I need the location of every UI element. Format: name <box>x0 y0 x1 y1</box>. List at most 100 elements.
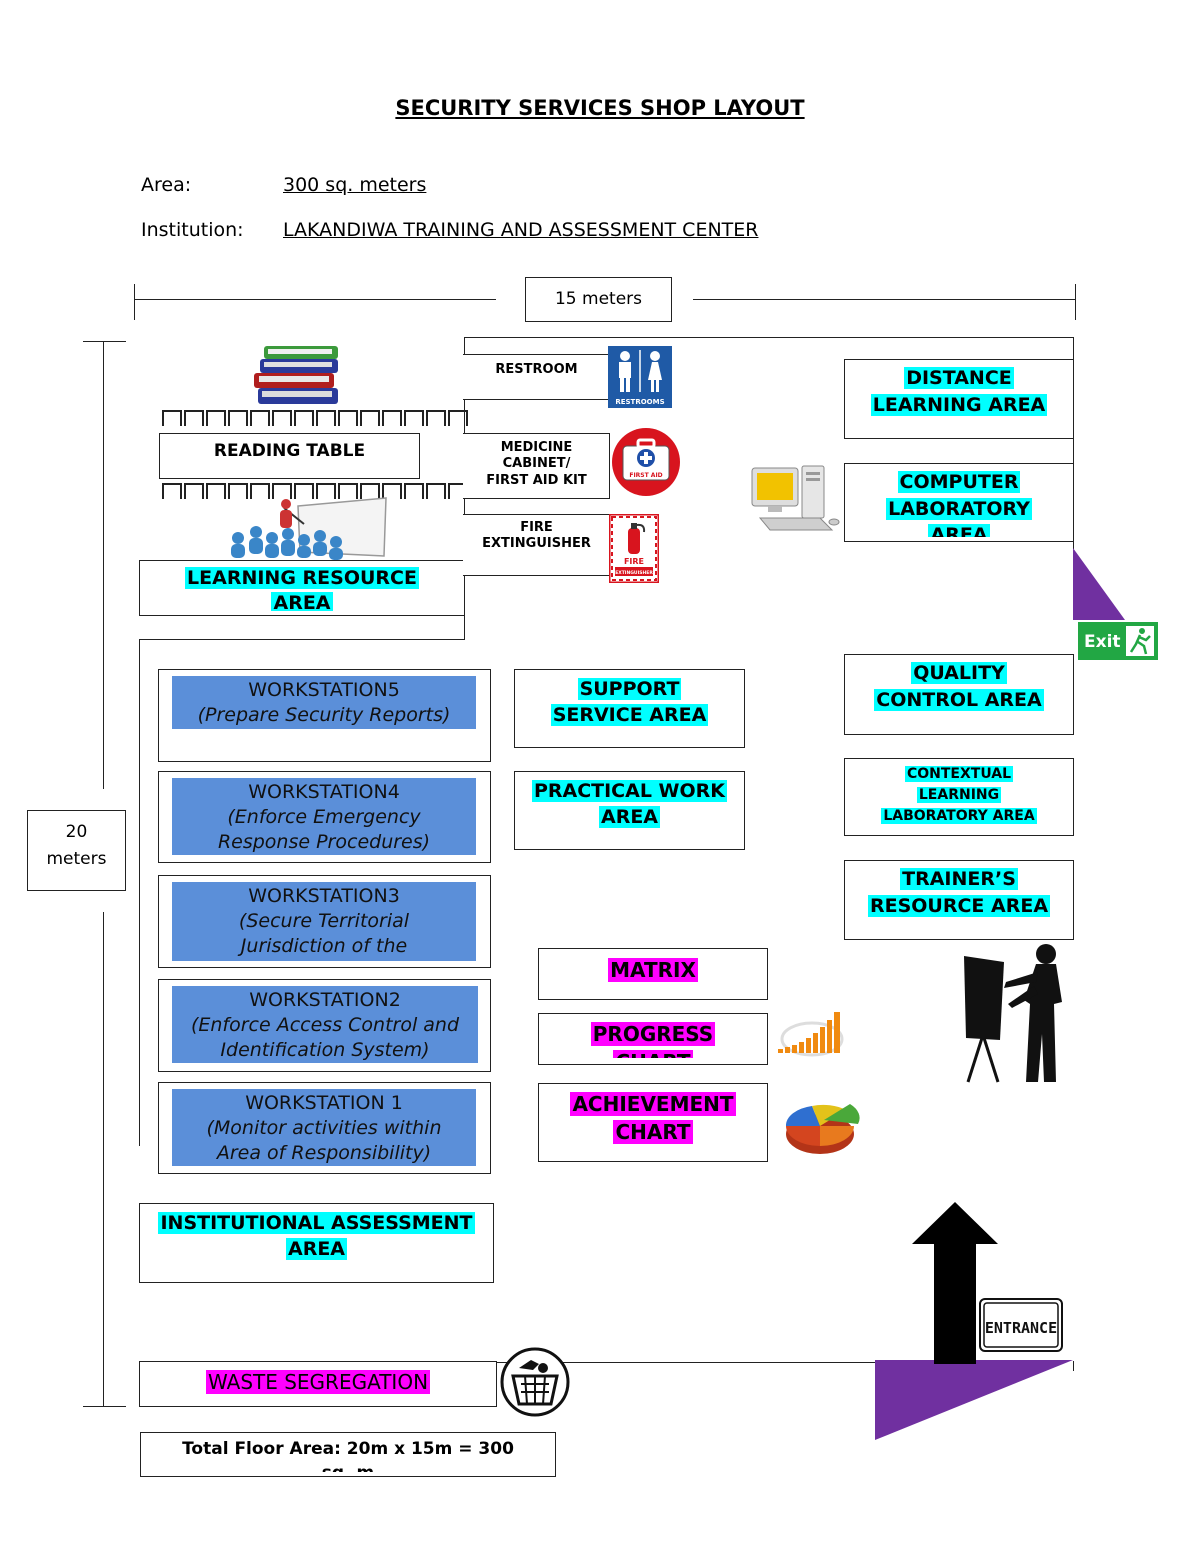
height-label-unit: meters <box>46 849 107 869</box>
learning-resource-line2: AREA <box>271 591 333 611</box>
contextual-line3: LABORATORY AREA <box>881 808 1037 824</box>
total-floor-area-box <box>140 1432 556 1477</box>
fire-ext-sign-text1: FIRE <box>624 557 644 566</box>
quality-line2: CONTROL AREA <box>874 688 1044 711</box>
total-floor-area-label: Total Floor Area: 20m x 15m = 300 sq. m <box>140 1438 556 1472</box>
computer-lab-label: COMPUTER LABORATORY AREA <box>844 469 1074 537</box>
computer-icon <box>751 465 840 531</box>
learning-resource-line1: LEARNING RESOURCE <box>185 567 419 589</box>
restroom-label: RESTROOM <box>495 362 578 377</box>
bar-growth-icon <box>778 1012 844 1057</box>
distance-line1: DISTANCE <box>904 367 1014 389</box>
workstation-1-desc1: (Monitor activities within <box>206 1117 442 1140</box>
achievement-line2: CHART <box>613 1120 693 1144</box>
floor-right-wall-top <box>1073 337 1074 549</box>
workstation-2-desc2: Identification System) <box>220 1039 430 1062</box>
learning-resource-label: LEARNING RESOURCE AREA <box>139 566 465 611</box>
institution-value: LAKANDIWA TRAINING AND ASSESSMENT CENTER <box>283 219 759 241</box>
workstation-1-desc2: Area of Responsibility) <box>216 1142 432 1165</box>
chairs-row-bottom <box>162 481 468 499</box>
floor-left-wall <box>139 337 140 1146</box>
workstation-3-title: WORKSTATION3 <box>248 885 400 907</box>
quality-control-label: QUALITY CONTROL AREA <box>844 660 1074 713</box>
entrance-arrow-icon <box>912 1202 998 1364</box>
total-line2: sq. m <box>322 1463 374 1472</box>
exit-door-triangle <box>1073 548 1125 620</box>
width-tick-left <box>134 284 135 320</box>
computer-line1: COMPUTER <box>897 471 1021 493</box>
fire-ext-sign-text2: EXTINGUISHER <box>615 570 653 576</box>
restroom-sign-icon: RESTROOMS <box>608 346 672 408</box>
trainers-line2: RESOURCE AREA <box>867 894 1051 917</box>
exit-sign-text: Exit <box>1084 632 1121 652</box>
practical-line1: PRACTICAL WORK <box>531 780 728 802</box>
progress-line2: CHART <box>613 1050 693 1058</box>
fire-line1: FIRE <box>520 520 553 535</box>
fire-line2: EXTINGUISHER <box>482 536 591 552</box>
width-line-right <box>693 299 1075 300</box>
floor-right-wall-bottom <box>1073 1361 1074 1371</box>
medicine-cabinet-box <box>463 433 610 499</box>
matrix-label: MATRIX <box>538 957 768 983</box>
waste-text: WASTE SEGREGATION <box>205 1370 431 1394</box>
height-label-box <box>27 810 126 891</box>
page-title: SECURITY SERVICES SHOP LAYOUT <box>395 96 805 120</box>
entrance-sign-text: ENTRANCE <box>985 1319 1057 1337</box>
practical-line2: AREA <box>598 806 661 829</box>
achievement-chart-label: ACHIEVEMENT CHART <box>538 1090 768 1146</box>
restrooms-sign-text: RESTROOMS <box>615 398 664 406</box>
width-label-box <box>525 277 672 322</box>
trainer-silhouette-icon <box>964 944 1062 1083</box>
height-label-num: 20 <box>65 822 88 842</box>
exit-sign-icon[interactable]: Exit <box>1078 622 1158 660</box>
entrance-door-triangle <box>875 1360 1073 1440</box>
achievement-line1: ACHIEVEMENT <box>570 1092 736 1116</box>
support-line1: SUPPORT <box>577 678 682 700</box>
institutional-line1: INSTITUTIONAL ASSESSMENT <box>158 1212 475 1234</box>
workstation-5-title: WORKSTATION5 <box>248 679 400 701</box>
contextual-line2: LEARNING <box>916 787 1002 803</box>
first-aid-kit-icon: FIRST AID <box>612 428 680 496</box>
workstation-4-label: WORKSTATION4 (Enforce Emergency Response… <box>172 778 476 855</box>
institutional-line2: AREA <box>285 1238 348 1261</box>
quality-line1: QUALITY <box>911 662 1007 684</box>
recycle-bin-icon <box>500 1347 570 1417</box>
workstation-5-label: WORKSTATION5 (Prepare Security Reports) <box>172 676 476 729</box>
reading-table-box <box>159 433 420 479</box>
medicine-line1: MEDICINE <box>500 440 573 455</box>
workstation-3-label: WORKSTATION3 (Secure Territorial Jurisdi… <box>172 882 476 961</box>
entrance-sign-icon[interactable]: ENTRANCE <box>979 1298 1063 1352</box>
distance-learning-label: DISTANCE LEARNING AREA <box>844 365 1074 418</box>
fire-extinguisher-icon: FIRE EXTINGUISHER <box>609 514 659 583</box>
area-value: 300 sq. meters <box>283 174 427 196</box>
workstation-1-label: WORKSTATION 1 (Monitor activities within… <box>172 1089 476 1166</box>
floor-bottom-wall <box>495 1362 875 1363</box>
width-line-left <box>134 299 496 300</box>
institutional-assessment-label: INSTITUTIONAL ASSESSMENT AREA <box>139 1210 494 1262</box>
height-line-top <box>103 341 104 789</box>
reading-table-label: READING TABLE <box>213 441 366 461</box>
fire-extinguisher-box <box>463 514 610 576</box>
workstation-4-desc2: Response Procedures) <box>217 831 431 854</box>
computer-line2: LABORATORY <box>886 497 1032 520</box>
workstation-2-title: WORKSTATION2 <box>249 989 401 1011</box>
width-label: 15 meters <box>554 289 643 309</box>
workstation-2-label: WORKSTATION2 (Enforce Access Control and… <box>172 986 478 1063</box>
presentation-people-icon <box>231 497 387 560</box>
medicine-cabinet-label: MEDICINE CABINET/ FIRST AID KIT <box>463 440 610 489</box>
workstation-5-desc: (Prepare Security Reports) <box>197 704 451 727</box>
support-line2: SERVICE AREA <box>550 704 709 727</box>
workstation-3-desc2: Jurisdiction of the <box>240 935 408 958</box>
workstation-4-desc1: (Enforce Emergency <box>227 806 421 829</box>
area-label: Area: <box>141 174 192 196</box>
matrix-text: MATRIX <box>608 958 698 982</box>
contextual-learning-label: CONTEXTUAL LEARNING LABORATORY AREA <box>844 764 1074 827</box>
chairs-row-top <box>162 408 468 426</box>
first-aid-text: FIRST AID <box>629 472 662 479</box>
books-icon <box>254 346 338 404</box>
height-line-bottom <box>103 912 104 1407</box>
fire-extinguisher-label: FIRE EXTINGUISHER <box>463 520 610 553</box>
floor-top-wall <box>139 337 1074 338</box>
medicine-line2: CABINET/ <box>502 456 571 472</box>
width-tick-right <box>1075 284 1076 320</box>
